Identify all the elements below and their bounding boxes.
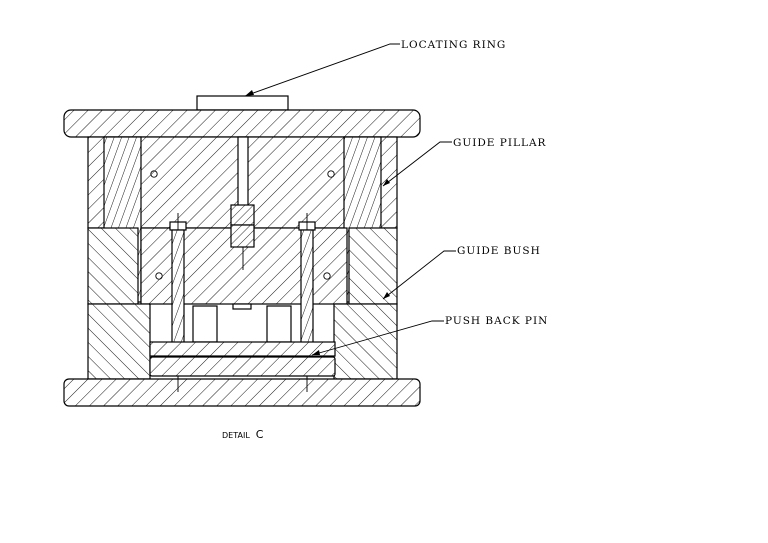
arrowhead (383, 179, 390, 186)
callout-guide-bush: GUIDE BUSH (457, 245, 541, 257)
locating-ring (196, 95, 289, 111)
core-plate-right (348, 227, 398, 305)
ejector-plate (149, 356, 336, 377)
guide-pillar-leader (382, 141, 452, 187)
bolt-hole (323, 272, 331, 280)
bolt-hole (155, 272, 163, 280)
caption-prefix: DETAIL (222, 431, 250, 440)
callout-guide-pillar: GUIDE PILLAR (453, 137, 547, 149)
push-back-pin-left (171, 229, 185, 356)
caption-letter: C (256, 428, 264, 441)
bottom-clamp-plate (63, 378, 421, 407)
detail-caption: DETAIL C (222, 425, 264, 442)
ejector-retainer-plate (149, 341, 336, 357)
callout-locating-ring: LOCATING RING (401, 39, 506, 51)
arrowhead (245, 90, 254, 96)
spacer-block-left (87, 303, 151, 380)
sprue-puller-notch (232, 303, 252, 310)
arrowhead (312, 350, 320, 355)
sprue-bushing (230, 204, 255, 226)
bolt-hole (327, 170, 335, 178)
push-back-pin-right (300, 229, 314, 356)
support-pillar (266, 305, 292, 343)
locating-ring-leader (244, 43, 400, 97)
bolt-hole (150, 170, 158, 178)
guide-bush-leader (382, 250, 456, 300)
sprue-channel (237, 136, 249, 208)
sprue-lower (230, 224, 255, 248)
push-back-pin-leader (311, 320, 444, 356)
core-plate-left (87, 227, 139, 305)
support-pillar (192, 305, 218, 343)
top-clamp-plate (63, 109, 421, 138)
arrowhead (383, 292, 390, 299)
callout-push-back-pin: PUSH BACK PIN (445, 315, 548, 327)
spacer-block-right (333, 303, 398, 380)
